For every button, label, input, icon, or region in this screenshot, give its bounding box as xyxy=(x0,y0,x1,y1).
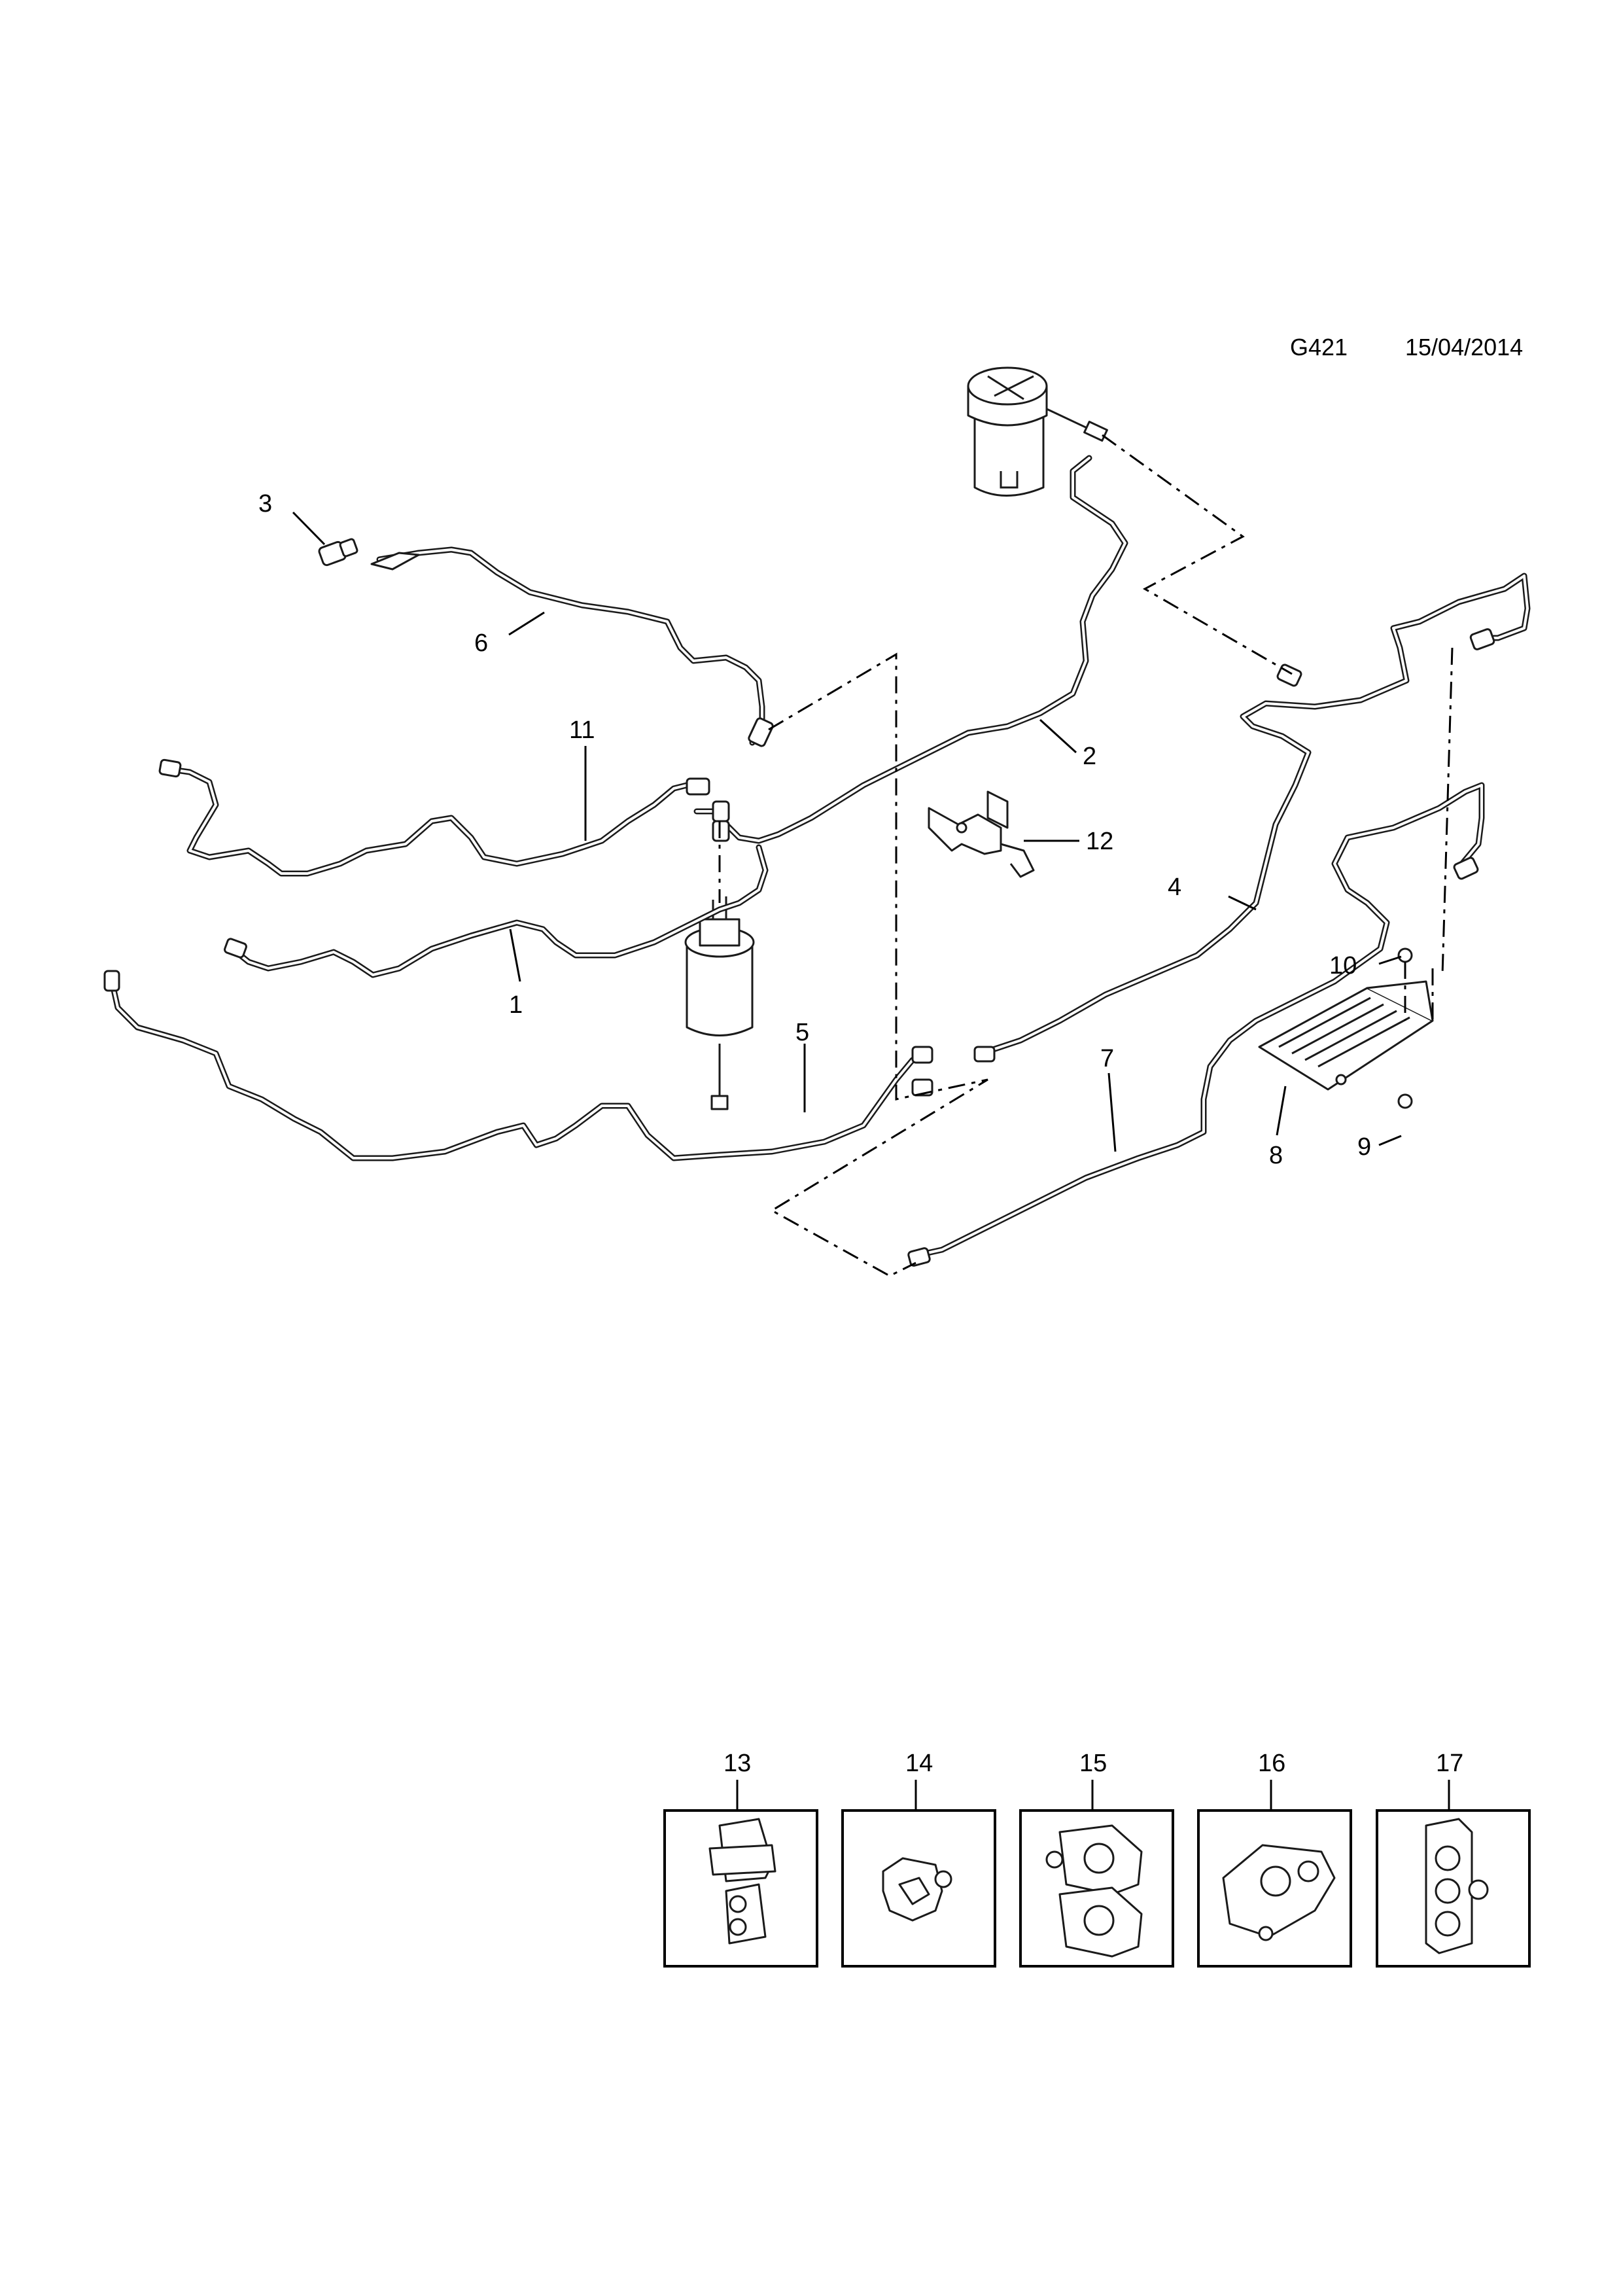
clip-panel-14: 14 xyxy=(841,1750,996,1968)
leader-lines xyxy=(292,511,1450,1809)
callout-9: 9 xyxy=(1357,1133,1371,1161)
pipe-4 xyxy=(978,573,1531,1057)
callout-11: 11 xyxy=(569,716,595,744)
callout-4: 4 xyxy=(1168,874,1181,901)
callout-12: 12 xyxy=(1086,828,1113,855)
callout-10: 10 xyxy=(1329,952,1357,980)
diagram-date: 15/04/2014 xyxy=(1405,334,1523,361)
clip-panel-16: 16 xyxy=(1197,1750,1352,1968)
clip-panel-13: 13 xyxy=(663,1750,818,1968)
callout-14: 14 xyxy=(905,1750,933,1777)
diagram-code: G421 xyxy=(1290,334,1348,361)
callout-13: 13 xyxy=(723,1750,751,1777)
pipe-connectors xyxy=(686,628,1495,1267)
pipe-2 xyxy=(693,455,1128,844)
clip-panel-15: 15 xyxy=(1019,1750,1174,1968)
callout-6: 6 xyxy=(474,629,488,657)
callout-2: 2 xyxy=(1083,743,1096,770)
callout-5: 5 xyxy=(795,1019,809,1046)
callout-1: 1 xyxy=(509,991,523,1019)
callout-7: 7 xyxy=(1100,1045,1114,1072)
callout-8: 8 xyxy=(1269,1142,1283,1169)
callout-15: 15 xyxy=(1079,1750,1107,1777)
mounting-bracket xyxy=(928,790,1035,878)
pipe-1 xyxy=(229,844,769,978)
connector-fitting xyxy=(318,538,358,567)
fuel-filter xyxy=(684,896,755,1110)
fuel-cooler-plate xyxy=(1258,980,1434,1091)
callout-16: 16 xyxy=(1258,1750,1285,1777)
connection-lines xyxy=(718,434,1454,1277)
callout-3: 3 xyxy=(258,490,272,518)
fuel-pump-module xyxy=(967,366,1108,497)
callout-17: 17 xyxy=(1436,1750,1463,1777)
pipe-6 xyxy=(376,546,765,746)
clip-panel-17: 17 xyxy=(1376,1750,1531,1968)
